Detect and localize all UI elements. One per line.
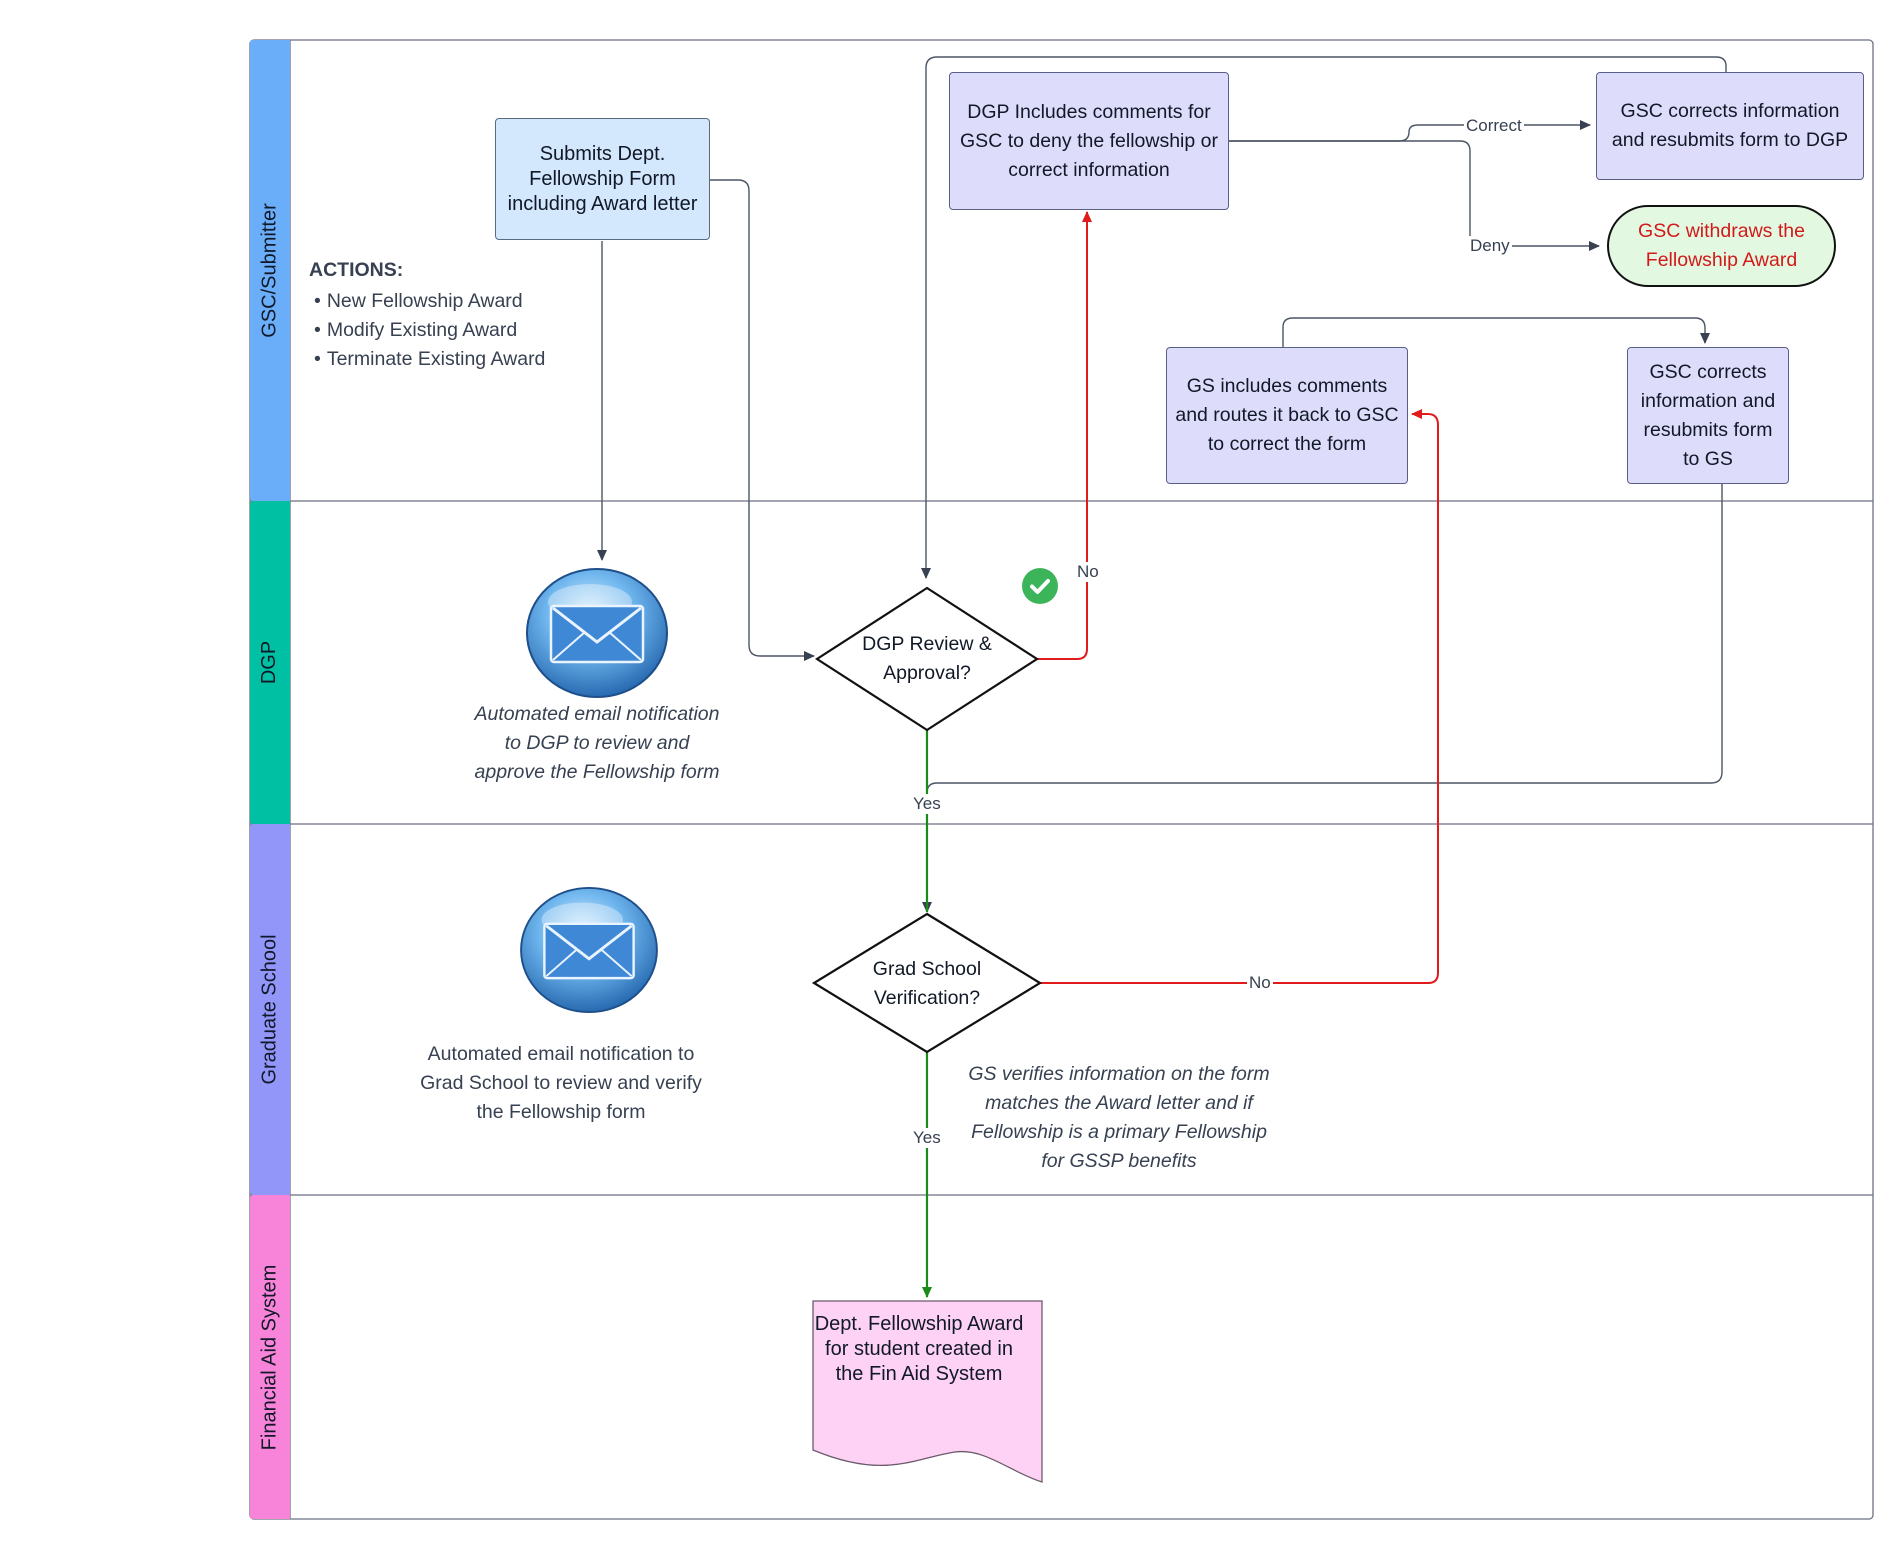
- edge-label-correct: Correct: [1464, 116, 1524, 136]
- decision-gs-verify-label: Grad School Verification?: [872, 958, 982, 1009]
- note-email-gs: Automated email notification to Grad Sch…: [420, 1043, 702, 1123]
- actions-list: New Fellowship Award Modify Existing Awa…: [309, 287, 546, 374]
- node-gsc-withdraw-label: GSC withdraws the Fellowship Award: [1638, 220, 1805, 271]
- edge-submit-to-review: [709, 179, 815, 661]
- document-fin-aid: [812, 1300, 1043, 1483]
- note-gs-verifies: GS verifies information on the form matc…: [968, 1063, 1270, 1172]
- node-gsc-correct-gs-label: GSC corrects information and resubmits f…: [1640, 360, 1776, 470]
- edge-label-gs-yes: Yes: [911, 1128, 943, 1148]
- note-email-dgp: Automated email notification to DGP to r…: [474, 703, 720, 783]
- decision-dgp-review-label: DGP Review & Approval?: [862, 633, 992, 684]
- actions-item: Modify Existing Award: [314, 316, 545, 345]
- actions-item: Terminate Existing Award: [314, 345, 546, 374]
- actions-item: New Fellowship Award: [314, 287, 545, 316]
- lane-label-fas: Financial Aid System: [258, 1264, 281, 1450]
- check-circle-icon: [1022, 568, 1058, 604]
- edge-dgp-no: [1037, 211, 1092, 660]
- lane-label-dgp: DGP: [258, 640, 281, 685]
- edge-label-dgp-no: No: [1075, 562, 1101, 582]
- node-gsc-correct-dgp-label: GSC corrects information and resubmits f…: [1611, 100, 1849, 151]
- lane-gsc-submitter: GSC/Submitter: [250, 40, 290, 501]
- edge-resubmit-to-gs: [922, 483, 1723, 913]
- node-submit-form-label: Submits Dept. Fellowship Form including …: [507, 142, 698, 215]
- mail-icon: [520, 886, 658, 1014]
- decision-gs-verify: [811, 912, 1043, 1054]
- lane-financial-aid: Financial Aid System: [250, 1195, 290, 1519]
- mail-icon: [526, 568, 668, 698]
- edge-label-dgp-yes: Yes: [911, 794, 943, 814]
- edge-resubmit-to-dgp: [921, 56, 1727, 579]
- edge-label-gs-no: No: [1247, 973, 1273, 993]
- edge-correct: [1226, 120, 1591, 142]
- edge-gs-no: [1040, 409, 1439, 984]
- node-gsc-correct-gs: GSC corrects information and resubmits f…: [1627, 347, 1789, 484]
- document-fin-aid-label: Dept. Fellowship Award for student creat…: [814, 1313, 1024, 1385]
- actions-heading: ACTIONS:: [309, 259, 404, 281]
- node-submit-form: Submits Dept. Fellowship Form including …: [495, 118, 710, 240]
- lane-label-gsc: GSC/Submitter: [258, 203, 281, 338]
- decision-dgp-review: [814, 586, 1040, 732]
- lane-graduate-school: Graduate School: [250, 824, 290, 1195]
- actions-note: ACTIONS: New Fellowship Award Modify Exi…: [309, 256, 545, 374]
- edge-deny: [1226, 140, 1600, 251]
- lane-label-gs: Graduate School: [258, 934, 281, 1085]
- node-dgp-comments-label: DGP Includes comments for GSC to deny th…: [960, 100, 1218, 181]
- node-gs-comments: GS includes comments and routes it back …: [1166, 347, 1408, 484]
- node-gsc-withdraw: GSC withdraws the Fellowship Award: [1607, 205, 1836, 287]
- lane-dgp: DGP: [250, 501, 290, 824]
- node-dgp-comments: DGP Includes comments for GSC to deny th…: [949, 72, 1229, 210]
- edge-label-deny: Deny: [1468, 236, 1512, 256]
- node-gs-comments-label: GS includes comments and routes it back …: [1175, 375, 1399, 455]
- edge-gs-comments-to-correct: [1282, 317, 1710, 347]
- node-gsc-correct-dgp: GSC corrects information and resubmits f…: [1596, 72, 1864, 180]
